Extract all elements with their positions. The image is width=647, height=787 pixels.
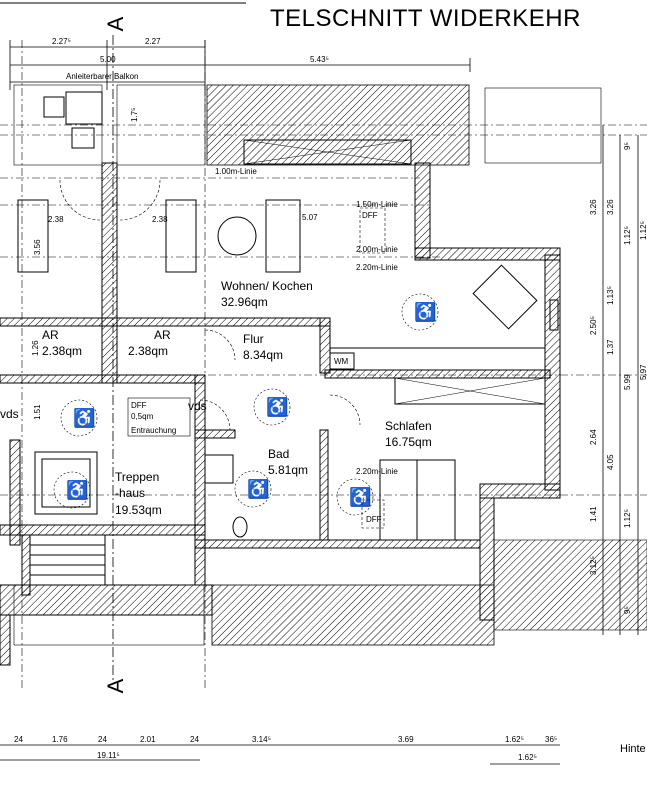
svg-text:2.01: 2.01 — [140, 735, 156, 744]
room-name: Flur — [243, 332, 264, 346]
roof-hatch — [13, 84, 647, 646]
svg-text:1.12⁵: 1.12⁵ — [639, 221, 647, 240]
inner-dimensions: 1.7⁵ 3.56 2.38 2.38 5.07 1.26 1.51 — [31, 108, 318, 420]
svg-text:9⁵: 9⁵ — [623, 142, 632, 150]
room-area: 32.96qm — [221, 295, 268, 309]
svg-text:9⁵: 9⁵ — [623, 606, 632, 614]
room-area: 5.81qm — [268, 463, 308, 477]
height-lines: 1.00m-Linie 1.50m-Linie 2.00m-Linie 2.20… — [215, 167, 398, 476]
dim-label: 2.27 — [145, 37, 161, 46]
svg-text:1.51: 1.51 — [33, 404, 42, 420]
svg-text:24: 24 — [98, 735, 107, 744]
dim-label: 2.27⁵ — [52, 37, 71, 46]
door-swings — [59, 179, 361, 431]
svg-text:♿: ♿ — [66, 479, 88, 500]
wheelchair-icon: ♿ — [234, 470, 272, 508]
svg-text:1.26: 1.26 — [31, 340, 40, 356]
vds-label: vds — [188, 399, 207, 413]
room-area: 8.34qm — [243, 348, 283, 362]
room-area: 19.53qm — [115, 503, 162, 517]
svg-text:2.20m-Linie: 2.20m-Linie — [356, 263, 398, 272]
section-marker-bottom: A — [103, 678, 128, 693]
svg-text:3.14⁵: 3.14⁵ — [252, 735, 271, 744]
svg-text:3.26: 3.26 — [606, 199, 615, 215]
wheelchair-icons: ♿ ♿ ♿ ♿ ♿ ♿ — [53, 293, 439, 516]
room-name: AR — [42, 328, 59, 342]
svg-text:1.50m-Linie: 1.50m-Linie — [356, 200, 398, 209]
svg-text:3.69: 3.69 — [398, 735, 414, 744]
balkon-label: Anleiterbarer Balkon — [66, 72, 138, 81]
svg-text:DFF: DFF — [131, 401, 147, 410]
room-name: AR — [154, 328, 171, 342]
plan-title: TELSCHNITT WIDERKEHR — [270, 5, 581, 32]
vds-label: vds — [0, 407, 19, 421]
svg-text:DFF: DFF — [366, 515, 382, 524]
axis-lines — [0, 40, 647, 690]
svg-text:1.62⁵: 1.62⁵ — [518, 753, 537, 762]
dim-label: 5.43⁵ — [310, 55, 329, 64]
side-text: Hinte — [620, 743, 646, 755]
svg-text:0,5qm: 0,5qm — [131, 412, 154, 421]
svg-text:4.05: 4.05 — [606, 454, 615, 470]
dff-markers: DFF DFF — [359, 207, 386, 529]
svg-text:2.00m-Linie: 2.00m-Linie — [356, 245, 398, 254]
room-name: Wohnen/ Kochen — [221, 279, 313, 293]
top-dimension-chain: 2.27⁵ 2.27 5.00 5.43⁵ Anleiterbarer Balk… — [9, 37, 471, 90]
room-name: Bad — [268, 447, 289, 461]
svg-text:2.38: 2.38 — [152, 215, 168, 224]
svg-text:19.11⁵: 19.11⁵ — [97, 751, 120, 760]
right-dimension-chain: 3.26 3.26 1.12⁵ 1.13⁵ 2.50⁵ 1.37 2.64 4.… — [589, 125, 647, 635]
wheelchair-icon: ♿ — [253, 388, 291, 426]
svg-text:5.99: 5.99 — [623, 374, 632, 390]
svg-text:1.62⁵: 1.62⁵ — [505, 735, 524, 744]
svg-text:24: 24 — [190, 735, 199, 744]
room-name: Schlafen — [385, 419, 432, 433]
svg-text:2.50⁵: 2.50⁵ — [589, 316, 598, 335]
svg-text:2.38: 2.38 — [48, 215, 64, 224]
svg-text:♿: ♿ — [73, 407, 95, 428]
bottom-dimension-chain: 24 1.76 24 2.01 24 3.14⁵ 3.69 1.62⁵ 36⁵ … — [0, 735, 646, 765]
staircase — [29, 451, 106, 586]
dim-label: 5.00 — [100, 55, 116, 64]
room-area: 16.75qm — [385, 435, 432, 449]
svg-text:5.07: 5.07 — [302, 213, 318, 222]
svg-text:Entrauchung: Entrauchung — [131, 426, 176, 435]
room-name: -haus — [115, 486, 145, 500]
svg-text:1.76: 1.76 — [52, 735, 68, 744]
svg-text:♿: ♿ — [349, 486, 371, 507]
svg-text:5.97: 5.97 — [639, 364, 647, 380]
svg-text:1.37: 1.37 — [606, 339, 615, 355]
svg-text:2.20m-Linie: 2.20m-Linie — [356, 467, 398, 476]
svg-text:1.13⁵: 1.13⁵ — [606, 286, 615, 305]
svg-text:DFF: DFF — [362, 211, 378, 220]
room-area: 2.38qm — [42, 344, 82, 358]
wheelchair-icon: ♿ — [336, 478, 374, 516]
svg-text:1.7⁵: 1.7⁵ — [130, 108, 139, 122]
room-name: Treppen — [115, 470, 159, 484]
svg-text:♿: ♿ — [266, 396, 288, 417]
walls — [0, 162, 561, 666]
wheelchair-icon: ♿ — [60, 399, 98, 437]
wheelchair-icon: ♿ — [53, 471, 91, 509]
dff-box: DFF 0,5qm Entrauchung — [127, 397, 191, 437]
svg-text:♿: ♿ — [414, 301, 436, 322]
wm-label: WM — [334, 357, 349, 366]
svg-text:2.64: 2.64 — [589, 429, 598, 445]
room-area: 2.38qm — [128, 344, 168, 358]
svg-text:3.56: 3.56 — [33, 239, 42, 255]
svg-text:♿: ♿ — [247, 478, 269, 499]
svg-text:24: 24 — [14, 735, 23, 744]
room-labels: Wohnen/ Kochen 32.96qm Flur 8.34qm Schla… — [0, 279, 432, 517]
svg-text:1.12⁵: 1.12⁵ — [623, 509, 632, 528]
svg-text:36⁵: 36⁵ — [545, 735, 557, 744]
svg-text:1.41: 1.41 — [589, 506, 598, 522]
section-marker-top: A — [103, 16, 128, 31]
svg-text:3.12⁵: 3.12⁵ — [589, 556, 598, 575]
svg-text:1.12⁵: 1.12⁵ — [623, 226, 632, 245]
svg-text:1.00m-Linie: 1.00m-Linie — [215, 167, 257, 176]
wheelchair-icon: ♿ — [401, 293, 439, 331]
svg-text:3.26: 3.26 — [589, 199, 598, 215]
